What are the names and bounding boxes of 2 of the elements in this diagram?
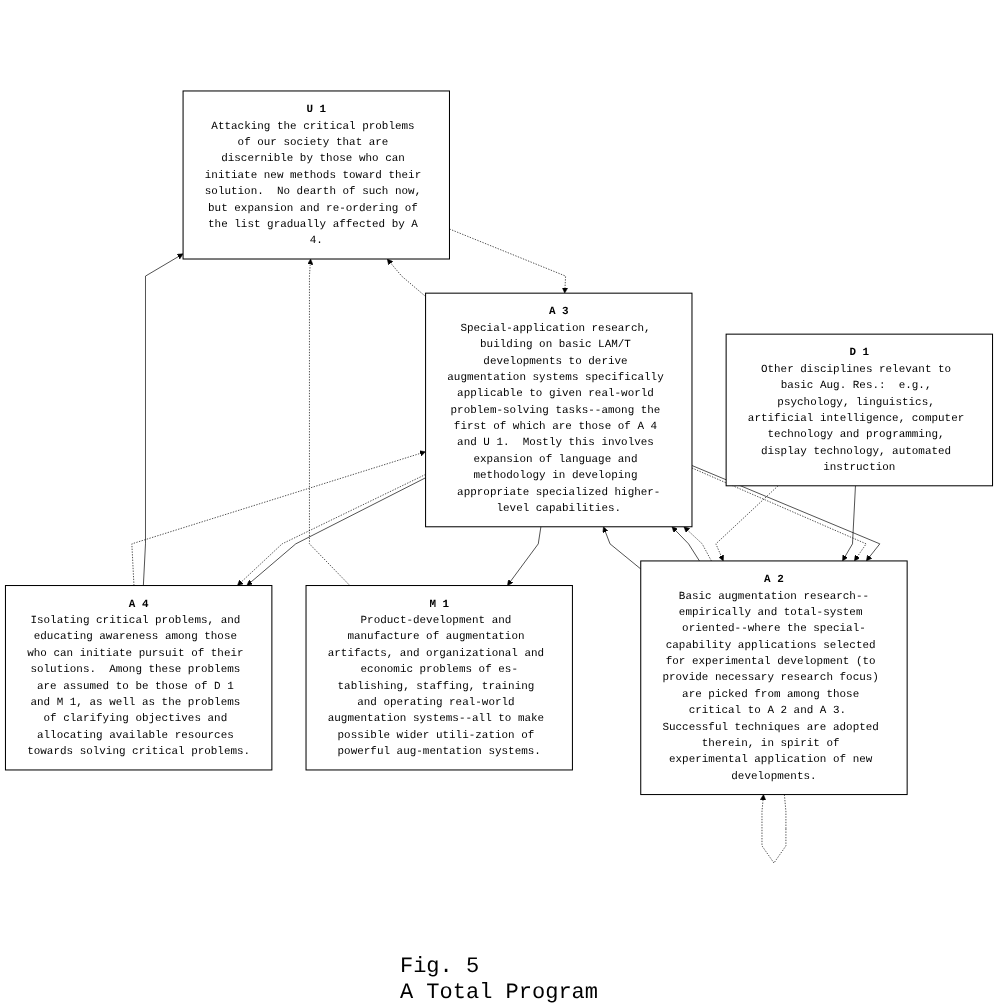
figure-caption: A Total Program [399,982,599,1006]
figure-number: Fig. 5 [399,956,482,980]
